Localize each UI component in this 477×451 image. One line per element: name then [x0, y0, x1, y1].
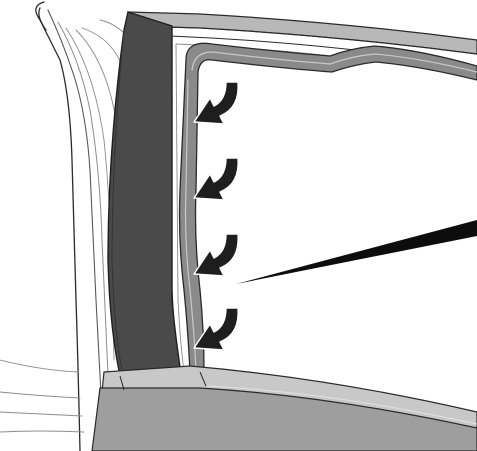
pointer-wedge-icon	[236, 220, 477, 284]
door-lower-panel	[92, 366, 477, 451]
curved-arrow-icon	[194, 82, 238, 124]
b-pillar	[108, 12, 184, 392]
curved-arrow-icon	[194, 158, 238, 200]
curved-arrow-icon	[194, 234, 238, 276]
